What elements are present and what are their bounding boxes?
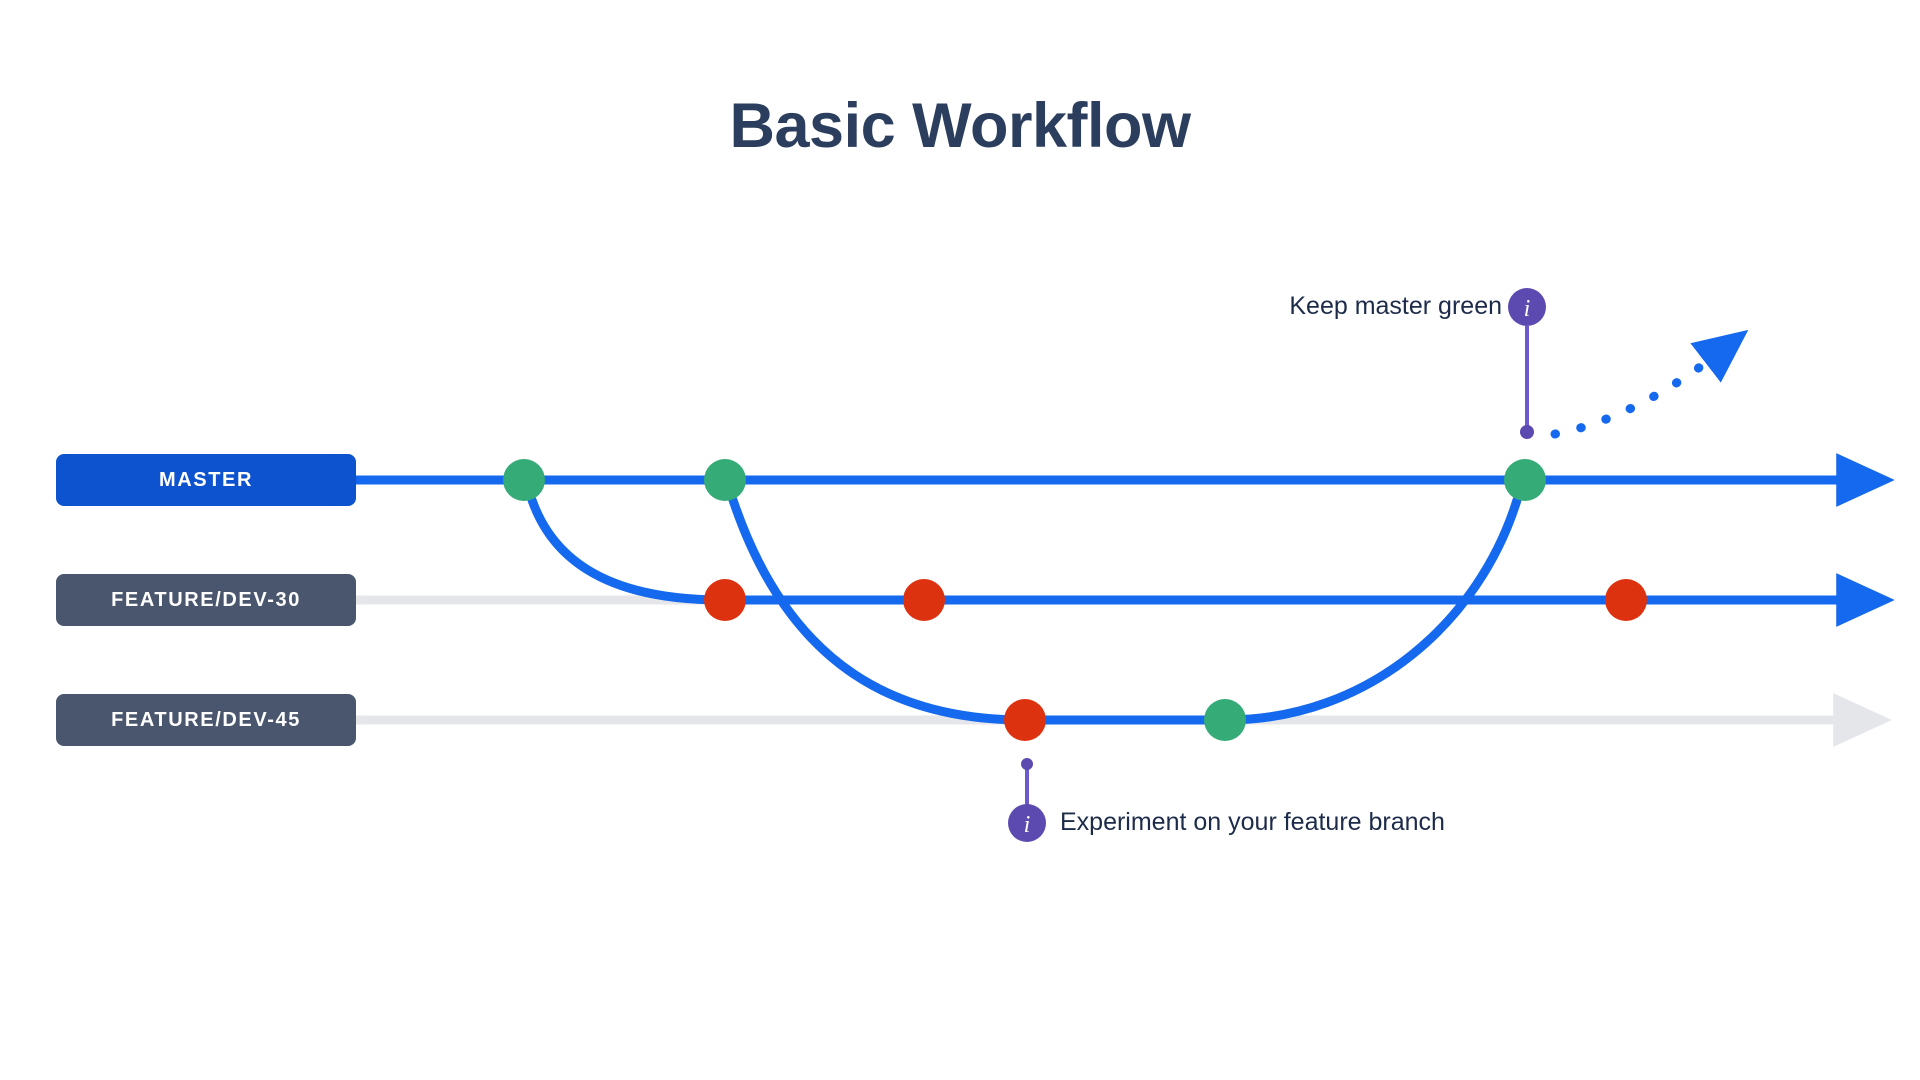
annotation-keep-master-green-text: Keep master green — [1289, 292, 1502, 320]
commit-node-red[interactable] — [1004, 699, 1046, 741]
info-glyph: i — [1524, 296, 1531, 322]
commit-node-red[interactable] — [704, 579, 746, 621]
future-dotted-arrow-icon — [1550, 329, 1749, 439]
annotation-experiment-text: Experiment on your feature branch — [1060, 808, 1445, 836]
branch-curve-master-to-dev45 — [728, 495, 1029, 725]
merge-curve-dev45-to-master — [1221, 495, 1522, 725]
branch-label-feature-dev-30[interactable]: FEATURE/DEV-30 — [56, 574, 356, 626]
commit-node-red[interactable] — [903, 579, 945, 621]
info-icon-experiment[interactable]: i — [1008, 804, 1046, 842]
branch-label-text: MASTER — [158, 468, 254, 491]
info-icon-keep-master-green[interactable]: i — [1508, 288, 1546, 326]
connector-endpoint-dot — [1520, 425, 1534, 439]
connector-endpoint-dot — [1021, 758, 1033, 770]
commit-node-red[interactable] — [1605, 579, 1647, 621]
commit-node-green[interactable] — [704, 459, 746, 501]
commit-node-green[interactable] — [1204, 699, 1246, 741]
page-title: Basic Workflow — [729, 91, 1191, 161]
branch-label-text: FEATURE/DEV-45 — [111, 708, 301, 731]
annotation-connector-experiment — [1021, 758, 1033, 806]
branch-label-master[interactable]: MASTER — [56, 454, 356, 506]
commit-node-green[interactable] — [503, 459, 545, 501]
annotation-connector-keep-master-green — [1520, 326, 1534, 439]
branch-label-text: FEATURE/DEV-30 — [111, 588, 301, 611]
branch-label-feature-dev-45[interactable]: FEATURE/DEV-45 — [56, 694, 356, 746]
info-glyph: i — [1024, 812, 1031, 838]
commit-node-green[interactable] — [1504, 459, 1546, 501]
branch-curve-master-to-dev30 — [527, 495, 729, 605]
